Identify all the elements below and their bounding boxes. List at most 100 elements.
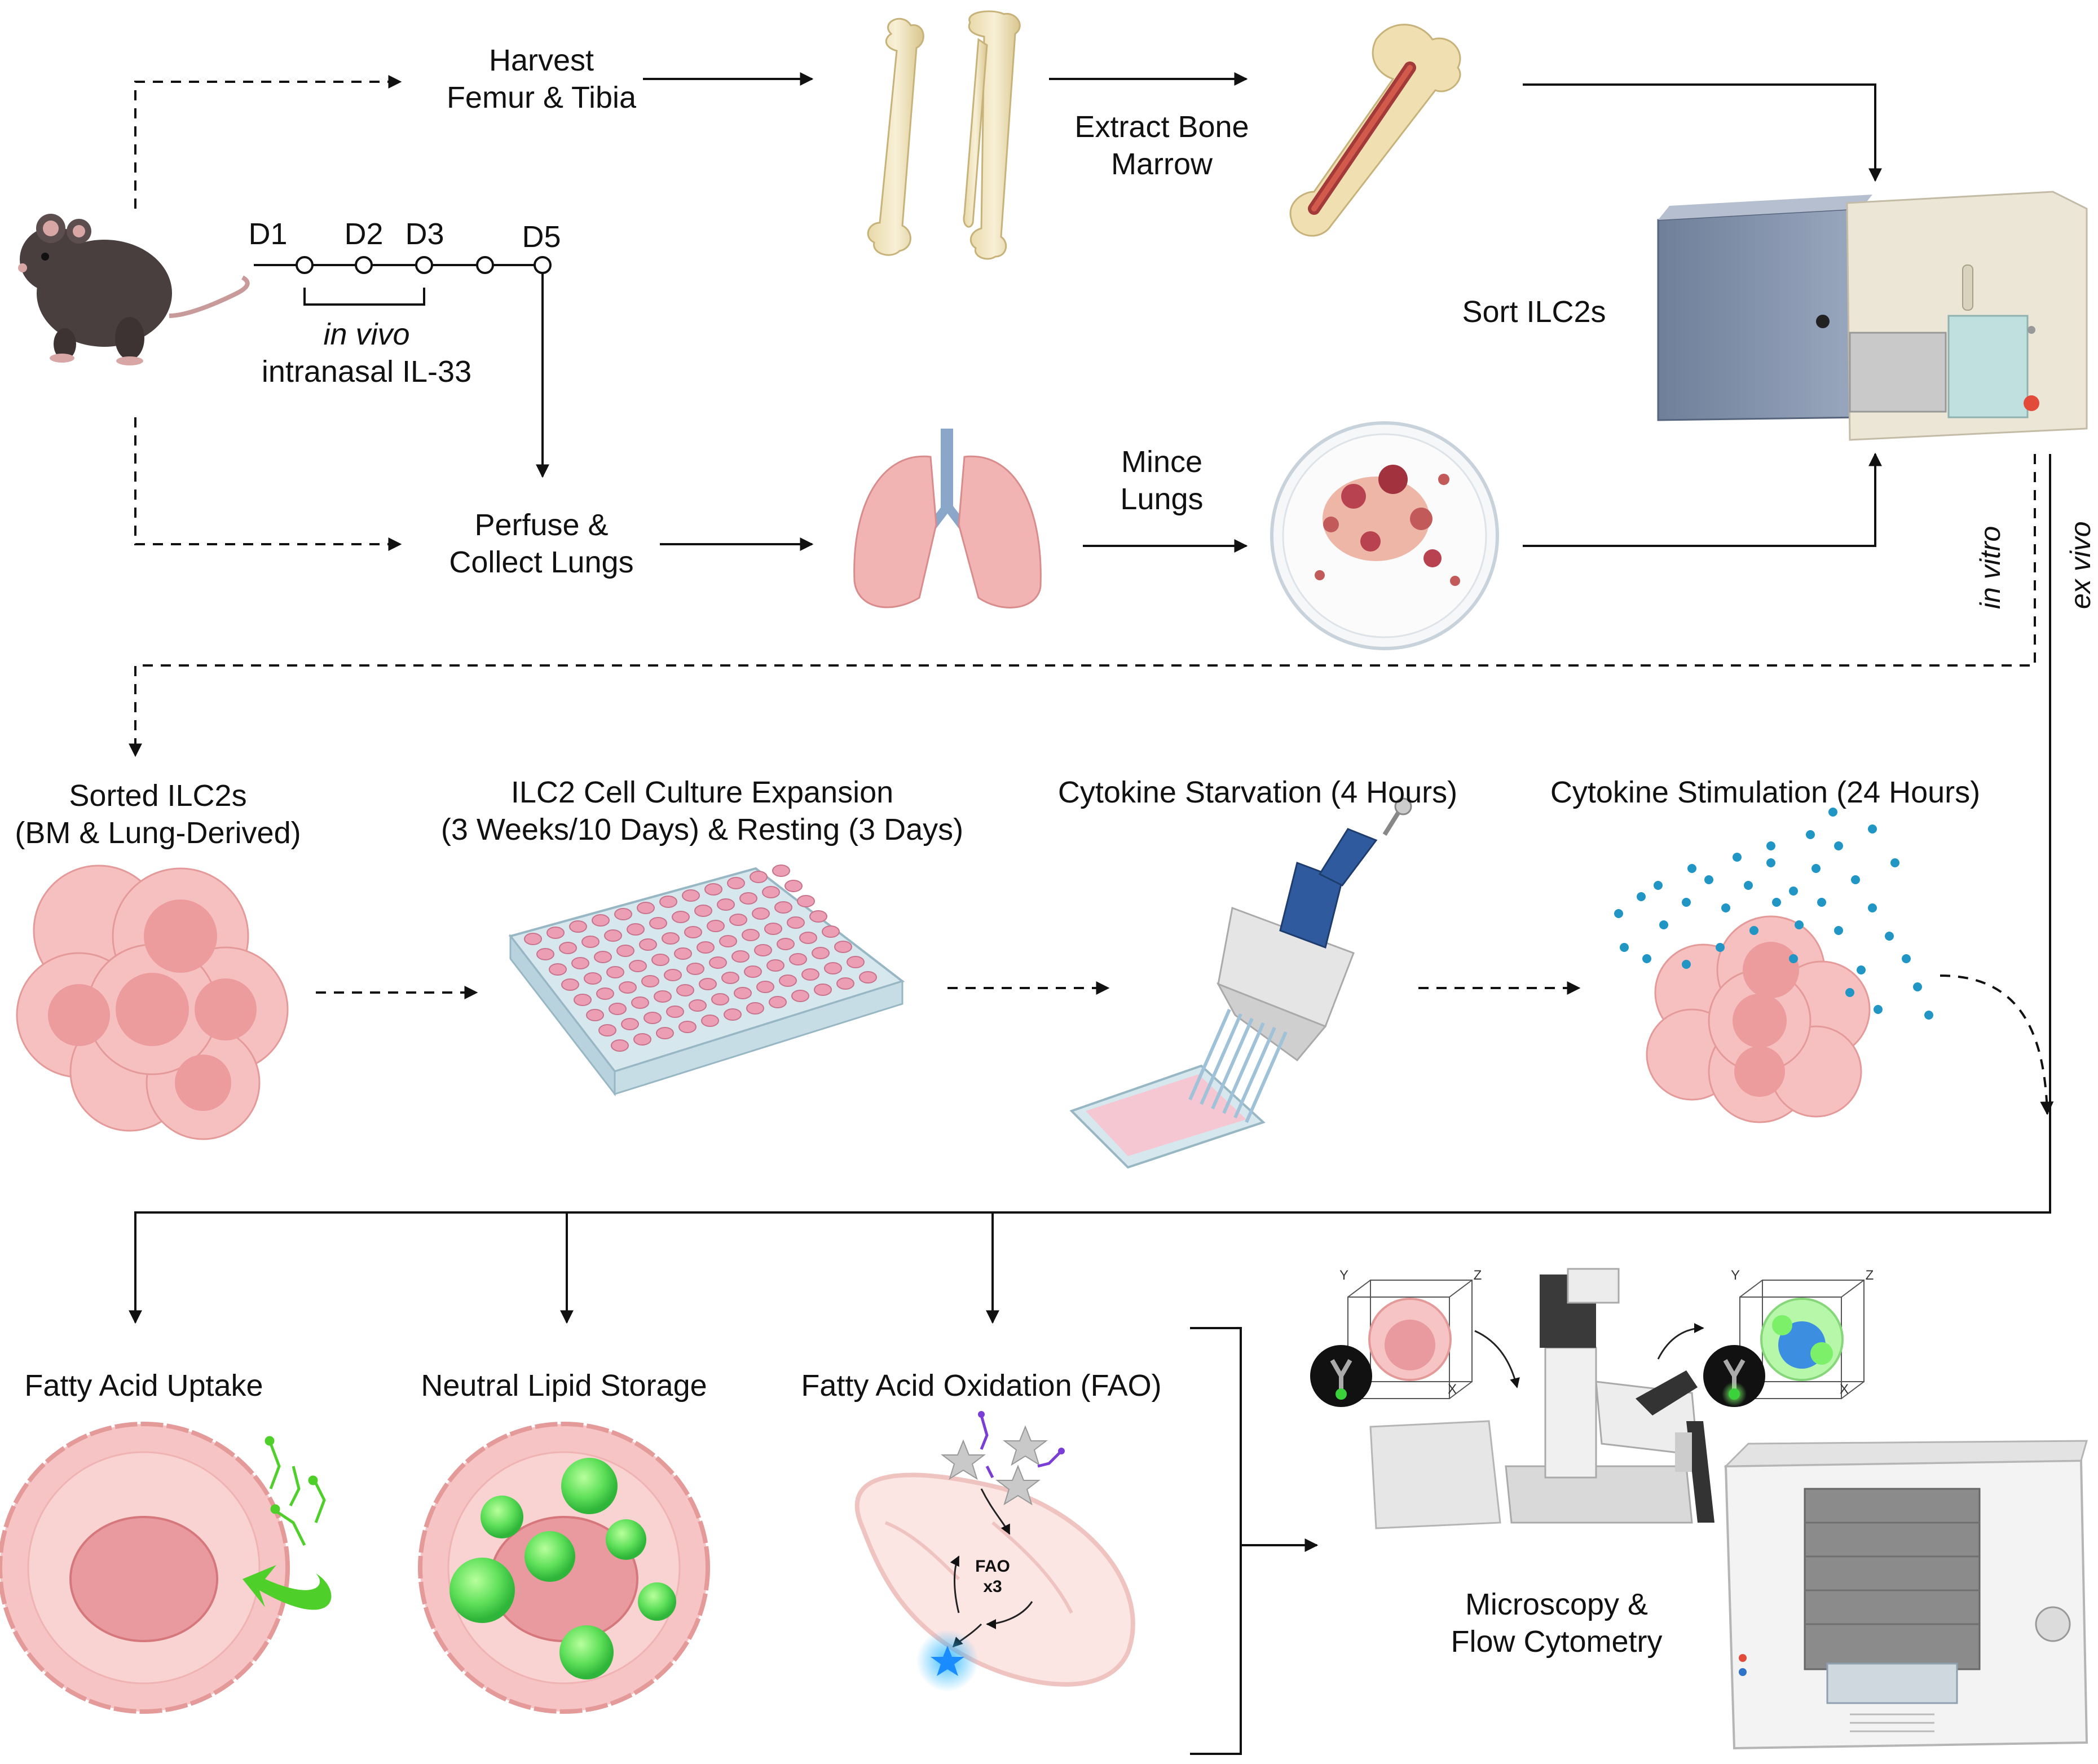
cytokine-dot xyxy=(1885,932,1894,941)
plate-well xyxy=(694,905,712,917)
plate-well xyxy=(801,968,819,981)
flow-cytometer-icon xyxy=(1724,1440,2088,1750)
plate-well xyxy=(662,932,680,945)
plate-well xyxy=(707,920,725,932)
plate-well xyxy=(621,1018,639,1030)
cytokine-dot xyxy=(1817,898,1826,907)
plate-well xyxy=(779,974,797,987)
plate-well xyxy=(614,908,632,920)
plate-well xyxy=(822,925,840,938)
plate-well xyxy=(709,956,727,969)
timeline-label-d2: D2 xyxy=(344,217,384,251)
axis-y-left: Y xyxy=(1339,1268,1348,1283)
cytokine-dot xyxy=(1913,982,1922,991)
plate-well xyxy=(596,987,614,1000)
arrow-mouse-to-harvest xyxy=(134,75,402,209)
well-plate-icon xyxy=(508,865,905,1097)
cytokine-dot xyxy=(1811,864,1821,873)
plate-well xyxy=(672,911,690,923)
plate-well xyxy=(637,902,655,914)
cytokine-dot xyxy=(1733,853,1742,862)
plate-well xyxy=(619,981,637,994)
expansion-label: ILC2 Cell Culture Expansion(3 Weeks/10 D… xyxy=(440,775,964,846)
plate-well xyxy=(789,953,807,965)
plate-well xyxy=(764,923,782,935)
plate-well xyxy=(809,910,827,923)
plate-well xyxy=(633,1033,651,1046)
cytokine-dot xyxy=(1868,824,1877,834)
arrow-sorter-to-sorted xyxy=(129,454,2036,757)
plate-well xyxy=(549,963,567,976)
plate-well xyxy=(787,916,805,929)
plate-well xyxy=(719,935,737,947)
plate-well xyxy=(604,929,622,942)
timeline-point-d2 xyxy=(355,256,373,274)
cytokine-dot xyxy=(1682,898,1691,907)
plate-well xyxy=(606,966,624,978)
readout-label: Microscopy &Flow Cytometry xyxy=(1451,1587,1663,1659)
timeline-label-d3: D3 xyxy=(405,217,444,251)
cytokine-dot xyxy=(1828,808,1837,817)
plate-well xyxy=(711,993,729,1006)
cytokine-dot xyxy=(1851,875,1860,884)
petri-dish-icon xyxy=(1270,421,1499,650)
plate-well xyxy=(559,942,577,954)
cytokine-dot xyxy=(1772,898,1781,907)
plate-well xyxy=(812,947,830,959)
starvation-label: Cytokine Starvation (4 Hours) xyxy=(1057,775,1458,809)
plate-well xyxy=(689,999,707,1012)
sort-ilc2s-label: Sort ILC2s xyxy=(1462,295,1606,329)
cytokine-dot xyxy=(1924,1011,1933,1020)
plate-well xyxy=(659,896,677,908)
plate-well xyxy=(721,972,739,984)
cytokine-dot xyxy=(1716,943,1725,952)
fao-label: Fatty Acid Oxidation (FAO) xyxy=(801,1369,1162,1403)
connectors xyxy=(129,72,2054,1755)
perfuse-label: Perfuse &Collect Lungs xyxy=(449,508,634,579)
plate-well xyxy=(697,941,715,954)
cytokine-dot xyxy=(1614,909,1623,918)
plate-well xyxy=(682,889,700,902)
cytokine-dot xyxy=(1834,926,1843,935)
treatment-label: in vivo intranasal IL-33 xyxy=(261,317,472,389)
microscope-icon xyxy=(1369,1268,1714,1529)
axis-y-right: Y xyxy=(1730,1268,1740,1283)
cytokine-dot xyxy=(1654,881,1663,890)
plate-well xyxy=(656,1027,674,1039)
plate-well xyxy=(631,996,649,1009)
plate-well xyxy=(834,941,852,953)
cytokine-dot xyxy=(1749,926,1758,935)
plate-well xyxy=(752,907,770,920)
plate-well xyxy=(766,959,784,972)
arrow-marrow-to-sorter xyxy=(1523,83,1882,182)
plate-well xyxy=(797,895,815,907)
antibody-badge-left-icon xyxy=(1310,1345,1372,1407)
line-ex-vivo xyxy=(129,454,2051,1324)
plate-well xyxy=(678,1021,697,1033)
plate-well xyxy=(777,938,795,950)
plate-well xyxy=(762,886,780,898)
stimulation-label: Cytokine Stimulation (24 Hours) xyxy=(1550,775,1981,809)
plate-well xyxy=(734,987,752,999)
plate-well xyxy=(536,948,554,960)
cytokine-dot xyxy=(1642,954,1651,963)
plate-well xyxy=(739,892,757,905)
plate-well xyxy=(814,984,832,996)
plate-well xyxy=(586,1009,604,1021)
plate-well xyxy=(744,965,762,978)
cytokine-dot xyxy=(1721,903,1730,912)
plate-well xyxy=(729,914,747,926)
plate-well xyxy=(750,871,768,883)
plate-well xyxy=(717,898,735,911)
plate-well xyxy=(859,971,877,984)
cytokine-dot xyxy=(1874,1005,1883,1014)
femur-tibia-icon xyxy=(867,10,1021,260)
plate-well xyxy=(772,865,790,877)
arrow-stimulation-to-assays xyxy=(1940,974,2054,1115)
cytokine-dot xyxy=(1795,920,1804,929)
cytokine-dot xyxy=(1766,858,1775,867)
plate-well xyxy=(799,932,817,944)
plate-well xyxy=(561,978,579,991)
timeline-point-d5 xyxy=(534,256,552,274)
